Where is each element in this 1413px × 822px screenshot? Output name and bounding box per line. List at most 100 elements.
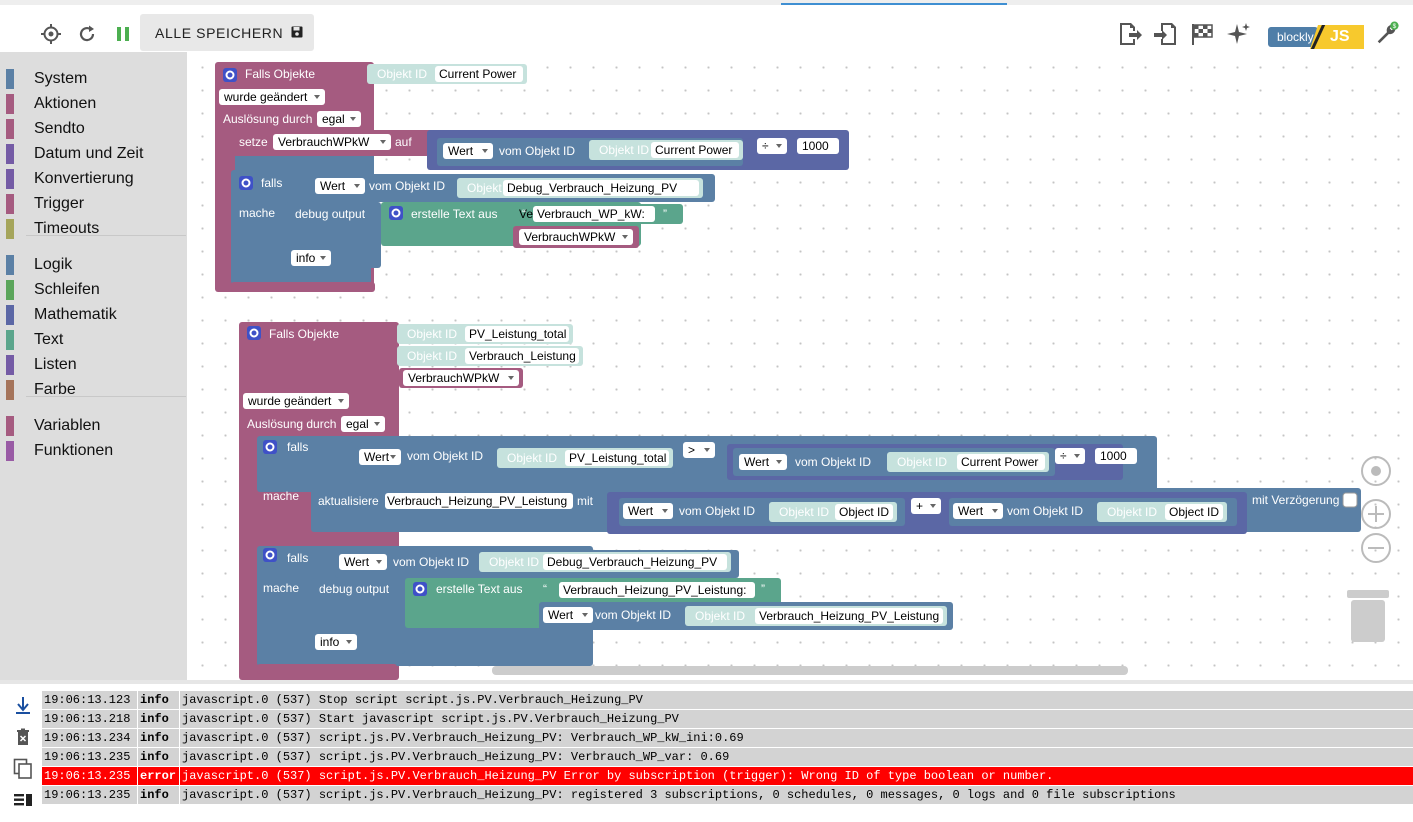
dropdown-arrow-icon <box>350 117 356 121</box>
blockly-js-logo[interactable]: blockly JS <box>1268 23 1364 51</box>
wrench-settings-icon[interactable]: $ <box>1374 21 1400 47</box>
trigger-source-dropdown[interactable] <box>341 416 385 432</box>
gear-mutator-icon[interactable] <box>263 548 277 562</box>
value-type-dropdown-text: Wert <box>364 450 390 464</box>
object-id-value-field[interactable] <box>465 326 569 342</box>
trigger-type-dropdown[interactable] <box>243 393 349 409</box>
toolbox-category-system[interactable]: System <box>6 68 186 90</box>
object-id-value-field[interactable] <box>651 142 739 158</box>
trash-can-icon[interactable] <box>1351 600 1385 642</box>
category-color-swatch <box>6 119 14 139</box>
gear-mutator-icon[interactable] <box>239 176 253 190</box>
toolbox-category-listen[interactable]: Listen <box>6 354 186 376</box>
gear-mutator-icon[interactable] <box>247 326 261 340</box>
locate-icon[interactable] <box>38 21 64 47</box>
toolbox-category-schleifen[interactable]: Schleifen <box>6 279 186 301</box>
object-id-value-field[interactable] <box>503 180 699 196</box>
toolbox-category-farbe[interactable]: Farbe <box>6 379 186 401</box>
object-id-value-field[interactable] <box>543 554 727 570</box>
math-operator-dropdown[interactable] <box>911 498 941 514</box>
category-color-swatch <box>6 355 14 375</box>
log-message: javascript.0 (537) Start javascript scri… <box>182 712 679 726</box>
zoom-in-icon[interactable] <box>1361 499 1391 529</box>
checkered-flag-icon[interactable] <box>1189 21 1215 47</box>
dropdown-arrow-icon <box>1074 454 1080 458</box>
toolbox-category-logik[interactable]: Logik <box>6 254 186 276</box>
delay-checkbox[interactable] <box>1342 492 1358 508</box>
variable-dropdown[interactable] <box>519 229 633 245</box>
dropdown-arrow-icon <box>338 399 344 403</box>
gear-mutator-icon[interactable] <box>389 206 403 220</box>
toolbox-category-konvertierung[interactable]: Konvertierung <box>6 168 186 190</box>
block-label: vom Objekt ID <box>499 144 575 158</box>
workspace-horizontal-scrollbar[interactable] <box>492 666 1128 675</box>
object-id-value-field[interactable] <box>835 504 893 520</box>
value-type-dropdown[interactable] <box>315 178 365 194</box>
gear-mutator-icon[interactable] <box>413 582 427 596</box>
toolbox-category-variablen[interactable]: Variablen <box>6 415 186 437</box>
save-all-button[interactable]: ALLE SPEICHERN <box>140 14 314 51</box>
math-operator-dropdown[interactable] <box>1055 448 1085 464</box>
text-literal-field[interactable] <box>559 582 755 598</box>
variable-dropdown[interactable] <box>273 134 391 150</box>
clear-log-icon[interactable] <box>12 726 34 748</box>
variable-dropdown[interactable] <box>403 370 519 386</box>
toolbox-category-timeouts[interactable]: Timeouts <box>6 218 186 240</box>
value-type-dropdown[interactable] <box>739 454 787 470</box>
number-field[interactable] <box>797 138 839 154</box>
trigger-type-dropdown[interactable] <box>219 89 325 105</box>
value-type-dropdown[interactable] <box>953 503 1003 519</box>
copy-icon[interactable] <box>12 758 34 780</box>
toolbox-category-mathematik[interactable]: Mathematik <box>6 304 186 326</box>
compare-operator-dropdown[interactable] <box>683 442 715 458</box>
object-id-value-field[interactable] <box>755 608 943 624</box>
text-literal-field[interactable] <box>533 206 655 222</box>
object-id-value-field[interactable] <box>435 66 523 82</box>
log-level-dropdown[interactable] <box>315 634 357 650</box>
gear-mutator-icon[interactable] <box>263 440 277 454</box>
dropdown-arrow-icon <box>930 504 936 508</box>
block-label: falls <box>261 176 282 190</box>
object-id-value-field[interactable] <box>565 450 669 466</box>
object-id-label: Objekt ID <box>377 67 427 81</box>
list-view-icon[interactable] <box>12 790 34 812</box>
math-operator-dropdown-text: ÷ <box>1060 449 1067 463</box>
toolbox-category-text[interactable]: Text <box>6 329 186 351</box>
toolbox-category-trigger[interactable]: Trigger <box>6 193 186 215</box>
sparkle-icon[interactable] <box>1226 21 1252 47</box>
toolbox-category-sendto[interactable]: Sendto <box>6 118 186 140</box>
value-type-dropdown[interactable] <box>339 554 387 570</box>
value-type-dropdown[interactable] <box>359 449 401 465</box>
math-operator-dropdown[interactable] <box>757 138 787 154</box>
toolbox-category-datum-und-zeit[interactable]: Datum und Zeit <box>6 143 186 165</box>
value-type-dropdown[interactable] <box>623 503 673 519</box>
object-id-value-field[interactable] <box>465 348 579 364</box>
variable-dropdown-text: VerbrauchWPkW <box>408 371 500 385</box>
recenter-icon-dot <box>1371 466 1381 476</box>
object-id-value-field[interactable] <box>1165 504 1223 520</box>
update-target-field[interactable] <box>385 493 573 509</box>
object-id-label: Objekt ID <box>779 505 829 519</box>
toolbox-category-funktionen[interactable]: Funktionen <box>6 440 186 462</box>
log-level-dropdown[interactable] <box>291 250 331 266</box>
scroll-down-icon[interactable] <box>12 694 34 716</box>
object-id-value-field[interactable] <box>957 454 1045 470</box>
pause-icon[interactable] <box>110 21 136 47</box>
number-field[interactable] <box>1095 448 1137 464</box>
block-label: Auslösung durch <box>223 112 312 126</box>
value-type-dropdown[interactable] <box>543 607 593 623</box>
import-icon[interactable] <box>1153 21 1179 47</box>
export-icon[interactable] <box>1117 21 1143 47</box>
restart-icon[interactable] <box>74 21 100 47</box>
value-type-dropdown-text: Wert <box>744 455 770 469</box>
zoom-out-icon[interactable] <box>1361 533 1391 563</box>
toolbox-category-aktionen[interactable]: Aktionen <box>6 93 186 115</box>
toolbox-category-label: Trigger <box>34 195 85 212</box>
gear-mutator-icon[interactable] <box>223 68 237 82</box>
trigger-source-dropdown[interactable] <box>317 111 361 127</box>
trigger-source-dropdown-text: egal <box>346 417 369 431</box>
value-type-dropdown[interactable] <box>443 143 493 159</box>
recenter-icon[interactable] <box>1361 456 1391 486</box>
object-id-value: Verbrauch_Leistung <box>469 349 576 363</box>
